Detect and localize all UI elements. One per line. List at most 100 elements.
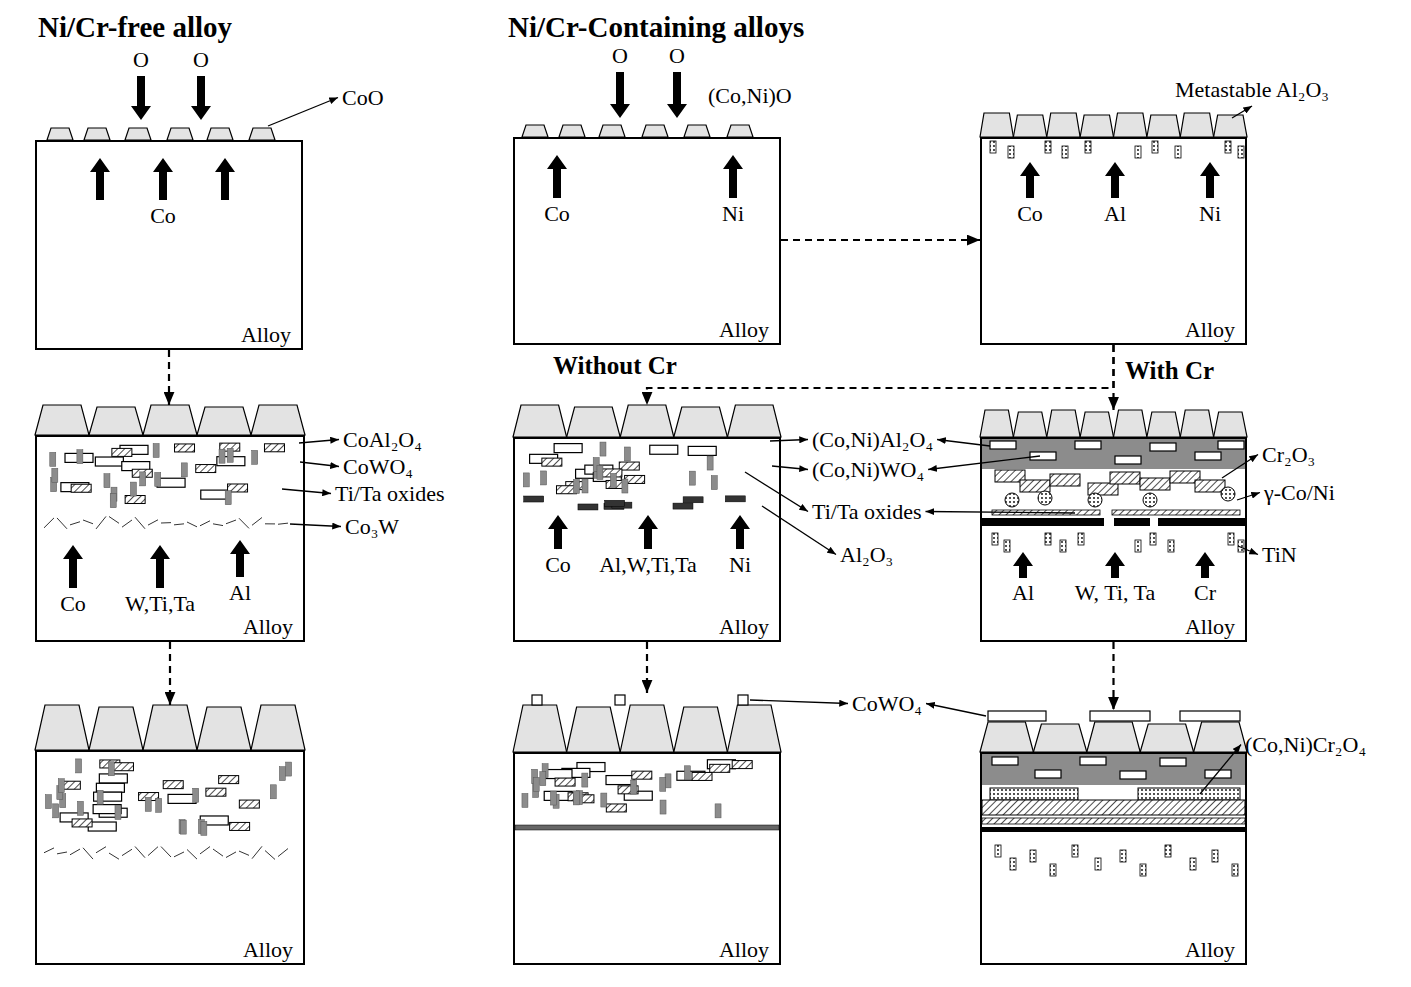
- label-holder: Without Cr: [553, 352, 677, 380]
- oxide-needle: [523, 473, 529, 487]
- oxide-grain: [1080, 115, 1113, 137]
- panel-outline: [980, 137, 1247, 345]
- oxide-needle: [601, 793, 607, 807]
- phase-label: CoWO₄: [852, 691, 922, 716]
- panel-label: Alloy: [719, 938, 769, 962]
- co3w-phase: [135, 846, 145, 857]
- chromite-layer: [1138, 788, 1240, 800]
- tin-particle: [1168, 540, 1174, 552]
- oxide-grain: [1033, 724, 1086, 752]
- co3w-phase: [161, 847, 171, 857]
- oxide-grain: [1140, 724, 1193, 752]
- phase-label: γ-Co/Ni: [1264, 480, 1335, 505]
- alumina-layer: [982, 518, 1104, 526]
- oxide-particle: [239, 800, 259, 808]
- panel-label: Alloy: [719, 318, 769, 342]
- label-holder: TiN: [1262, 543, 1297, 567]
- oxide-particle: [125, 496, 145, 504]
- cowo4-particle: [615, 695, 625, 705]
- oxide-grain: [727, 405, 781, 437]
- tin-particle: [1165, 845, 1171, 857]
- oxide-grain: [1214, 412, 1247, 437]
- cowo4-layer: [988, 711, 1046, 721]
- diffusion-arrow: [1013, 552, 1033, 578]
- leader-line: [750, 700, 848, 704]
- oxide-needle: [622, 479, 628, 493]
- process-arrow: [646, 642, 648, 693]
- phase-label: O: [612, 43, 628, 68]
- label-holder: CoWO₄: [343, 455, 413, 479]
- oxide-needle: [610, 473, 616, 487]
- tin-particle: [1135, 540, 1141, 552]
- diffusion-arrow: [1105, 162, 1125, 198]
- co3w-phase: [213, 524, 223, 526]
- oxide-grain: [1013, 412, 1046, 437]
- label-holder: Co: [1017, 202, 1043, 226]
- tin-particle: [1190, 858, 1196, 870]
- label-holder: CoO: [342, 86, 384, 110]
- process-arrow: [1112, 642, 1114, 710]
- diffusion-arrow: [90, 158, 110, 200]
- label-holder: CoWO₄: [852, 692, 922, 716]
- oxide-particle: [555, 778, 575, 786]
- tungstate-particle: [1035, 770, 1061, 778]
- phase-label: Al: [1104, 201, 1126, 226]
- spinel-particle: [606, 776, 634, 785]
- oxide-nucleus: [207, 128, 233, 140]
- label-holder: O: [193, 48, 209, 72]
- tin-particle: [1045, 141, 1051, 153]
- label-holder: Al₂O₃: [840, 543, 893, 567]
- oxide-needle: [97, 790, 103, 804]
- tin-particle: [1175, 146, 1181, 158]
- tin-particle: [1050, 864, 1056, 876]
- oxide-grain: [1147, 115, 1180, 137]
- co3w-phase: [226, 852, 236, 858]
- cowo4-particle: [532, 695, 542, 705]
- oxide-grain: [251, 705, 305, 750]
- alloy-panel: Alloy: [513, 693, 781, 965]
- tin-particle: [1085, 141, 1091, 153]
- oxide-particle: [710, 764, 730, 772]
- oxide-grain: [1147, 412, 1180, 437]
- tungstate-particle: [1030, 452, 1056, 460]
- label-holder: Ni/Cr-free alloy: [38, 12, 232, 44]
- oxide-needle: [711, 476, 717, 490]
- label-holder: (Co,Ni)Al₂O₄: [812, 428, 933, 452]
- diffusion-arrow: [547, 155, 567, 198]
- tin-particle: [1010, 858, 1016, 870]
- diffusion-arrow: [131, 76, 151, 120]
- label-holder: Co: [544, 202, 570, 226]
- co3w-phase: [265, 851, 275, 860]
- co3w-phase: [252, 846, 262, 858]
- diffusion-arrow: [667, 72, 687, 118]
- spinel-particle: [688, 446, 716, 455]
- tin-particle: [1238, 146, 1244, 158]
- oxide-grain: [89, 407, 143, 435]
- oxide-grain: [513, 705, 567, 752]
- oxide-needle: [108, 762, 114, 776]
- tin-particle: [1045, 533, 1051, 545]
- branch-label: With Cr: [1125, 357, 1214, 384]
- phase-label: Al,W,Ti,Ta: [599, 552, 697, 577]
- alloy-panel: Alloy: [513, 405, 781, 642]
- oxide-grain: [35, 705, 89, 750]
- oxide-grain: [1180, 113, 1213, 137]
- oxide-grain: [1114, 410, 1147, 437]
- oxide-needle: [156, 798, 162, 812]
- phase-label: Ti/Ta oxides: [812, 499, 922, 524]
- co3w-phase: [187, 849, 197, 859]
- panel-label: Alloy: [1185, 615, 1235, 639]
- spinel-particle: [168, 794, 196, 803]
- diffusion-arrow: [638, 515, 658, 549]
- panel-outline: [35, 750, 305, 965]
- label-holder: Metastable Al₂O₃: [1175, 78, 1329, 102]
- oxide-grain: [727, 705, 781, 752]
- panel-outline: [980, 752, 1247, 965]
- oxide-needle: [155, 472, 161, 486]
- oxide-grain: [620, 405, 674, 437]
- label-holder: Ni: [722, 202, 744, 226]
- alumina-particle: [673, 503, 693, 509]
- oxide-grain: [1180, 410, 1213, 437]
- oxide-particle: [264, 444, 284, 452]
